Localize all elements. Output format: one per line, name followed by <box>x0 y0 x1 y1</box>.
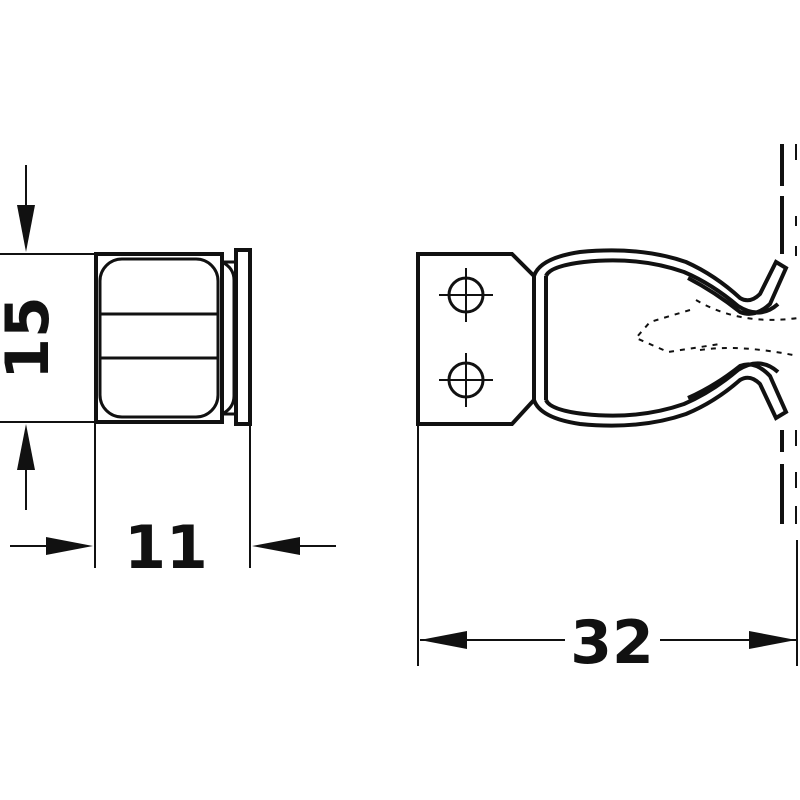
width-arrow-left <box>10 537 93 555</box>
catch-body-outline <box>94 252 224 424</box>
length-arrow-left <box>420 631 565 649</box>
width-arrow-right <box>252 537 336 555</box>
hidden-catch-edges <box>634 299 799 357</box>
height-arrow-top <box>17 165 35 252</box>
spring-clip-inner-return <box>544 361 780 418</box>
catch-flange-connector <box>221 260 236 416</box>
side-view: 15 11 <box>0 165 336 583</box>
length-dimension-label: 32 <box>570 608 654 678</box>
spring-clip-inner <box>544 258 780 315</box>
height-arrow-bottom <box>17 424 35 510</box>
length-arrow-right <box>660 631 796 649</box>
spring-clip-outer <box>532 248 789 316</box>
screw-hole-lower <box>439 353 493 407</box>
height-dimension-label: 15 <box>0 296 63 380</box>
width-dimension-label: 11 <box>124 513 208 583</box>
top-view: 32 <box>416 144 799 678</box>
spring-clip-outer-return <box>532 362 789 428</box>
cabinet-wall-line <box>780 144 797 524</box>
screw-hole-upper <box>439 268 493 322</box>
catch-body-inner <box>98 257 220 419</box>
catch-mounting-plate <box>234 248 252 426</box>
